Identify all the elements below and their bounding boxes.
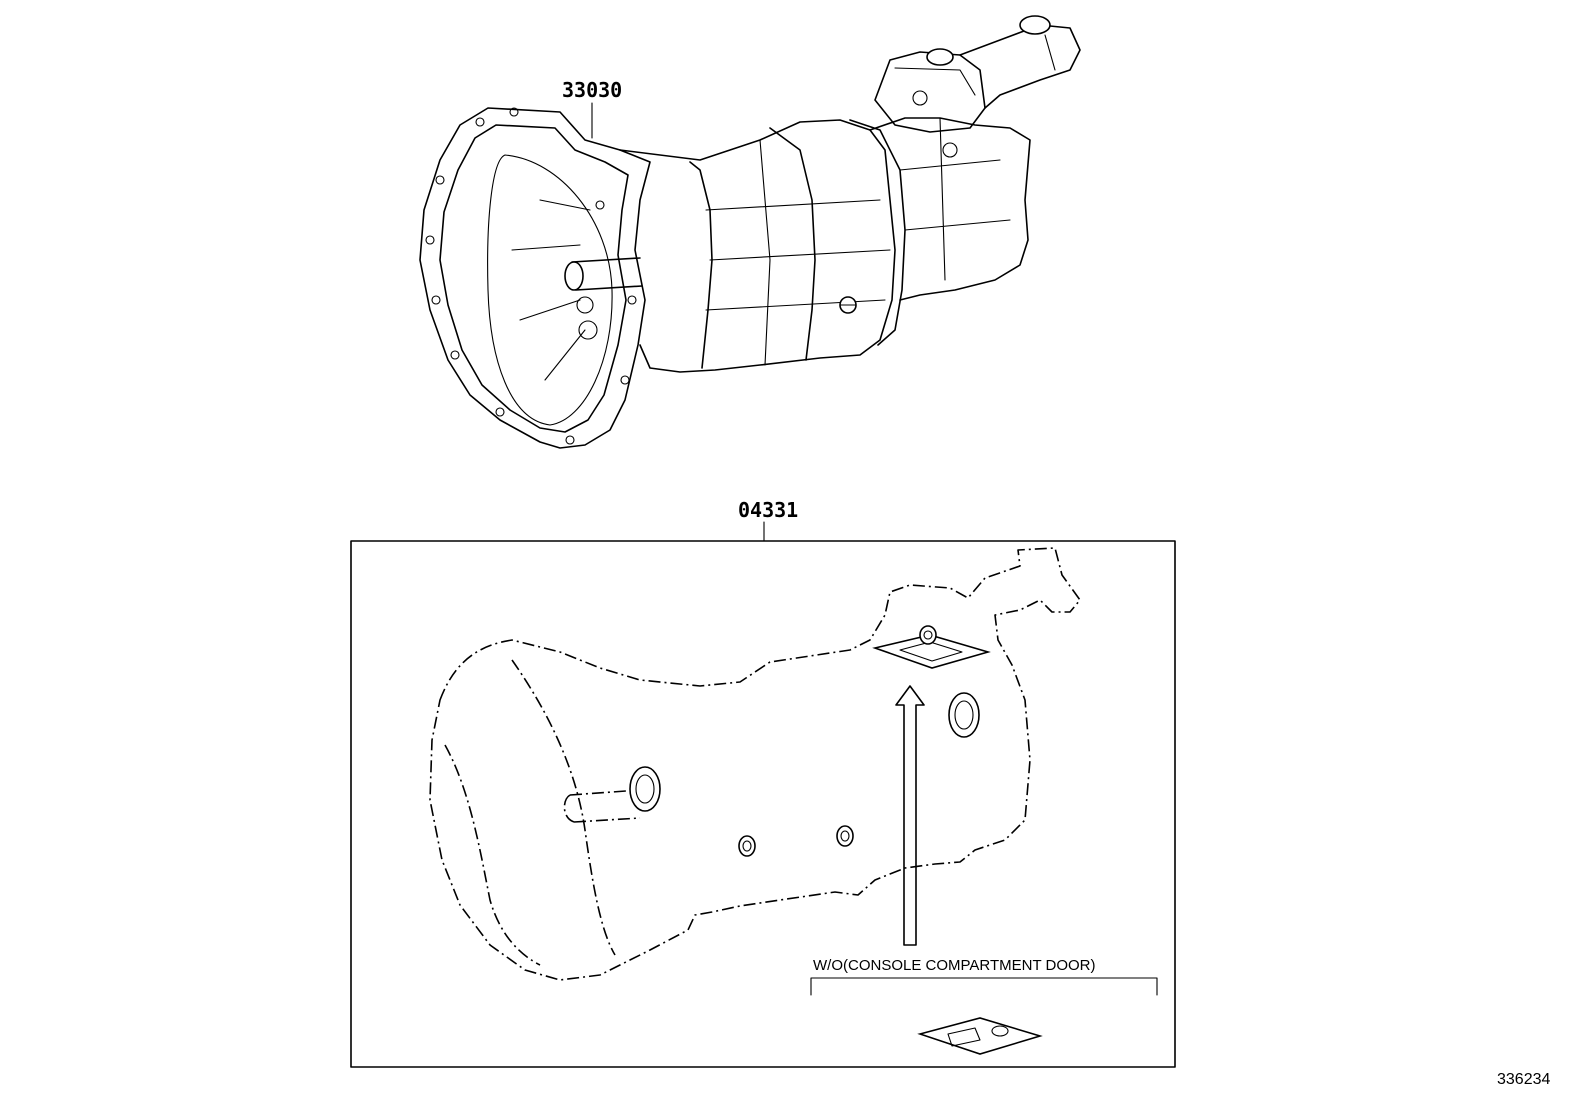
up-arrow-icon: [895, 685, 925, 946]
kit-frame: [350, 540, 1176, 1068]
transmission-assembly-drawing: [419, 15, 1081, 449]
part-number-33030: 33030: [562, 78, 622, 102]
callout-04331: 04331: [738, 498, 798, 542]
gasket-kit-drawing: [429, 547, 1081, 981]
part-number-04331: 04331: [738, 498, 798, 522]
figure-id: 336234: [1497, 1071, 1550, 1088]
callout-33030: 33030: [562, 78, 622, 139]
shift-lever-gasket-drawing: [917, 1017, 1043, 1055]
variant-note: W/O(CONSOLE COMPARTMENT DOOR): [810, 957, 1158, 996]
variant-note-text: W/O(CONSOLE COMPARTMENT DOOR): [813, 957, 1096, 974]
